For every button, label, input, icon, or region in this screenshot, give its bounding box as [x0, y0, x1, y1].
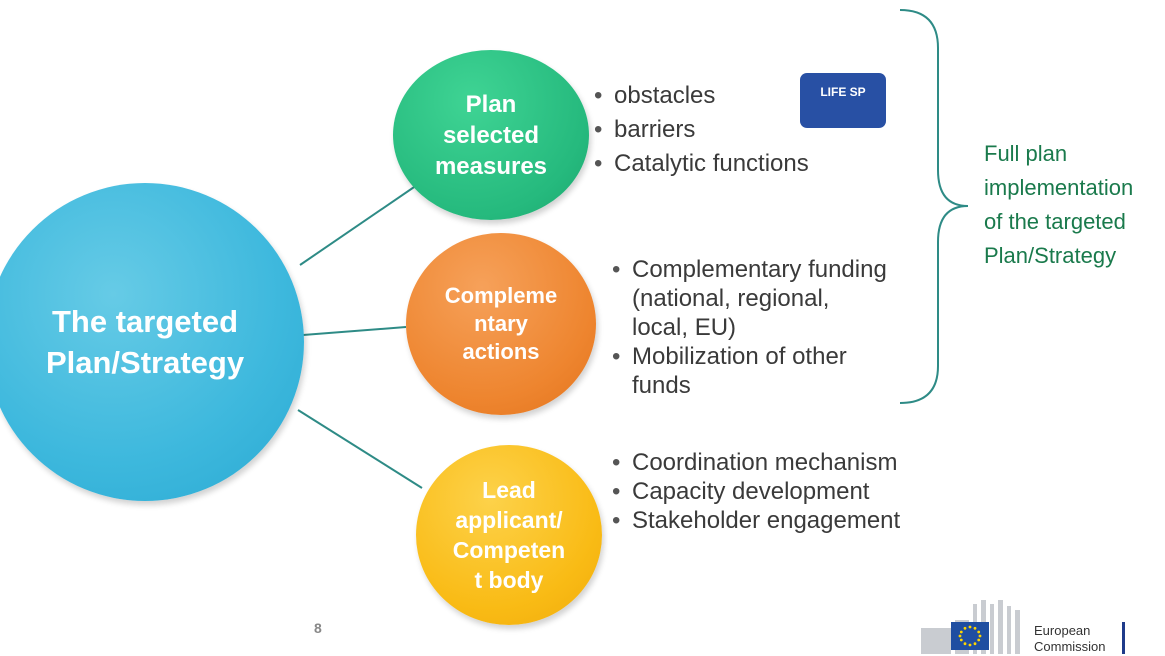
eu-flag-icon [951, 622, 989, 650]
list-item: Mobilization of other funds [612, 342, 892, 400]
life-sp-label: LIFE SP [820, 85, 866, 99]
complementary-actions-label: Compleme ntary actions [444, 283, 558, 364]
page-number: 8 [314, 620, 322, 636]
complementary-actions-list: Complementary funding (national, regiona… [612, 255, 892, 400]
list-item: obstacles [594, 79, 809, 113]
curly-brace [899, 9, 969, 404]
european-commission-logo [921, 600, 1020, 654]
list-item: barriers [594, 113, 809, 147]
list-item: Stakeholder engagement [612, 506, 902, 535]
list-item: Capacity development [612, 477, 902, 506]
lead-applicant-label: Lead applicant/ Competen t body [452, 477, 566, 593]
life-sp-badge: LIFE SP [800, 73, 886, 128]
list-item: Complementary funding (national, regiona… [612, 255, 892, 342]
main-plan-label: The targeted Plan/Strategy [45, 304, 245, 380]
european-commission-wordmark: European Commission [1034, 623, 1106, 654]
list-item: Catalytic functions [594, 147, 809, 181]
connector-complementary-actions [302, 326, 407, 336]
lead-applicant-list: Coordination mechanism Capacity developm… [612, 448, 902, 535]
plan-measures-label: Plan selected measures [434, 90, 548, 180]
plan-measures-list: obstacles barriers Catalytic functions [594, 79, 809, 181]
connector-plan-measures [299, 182, 421, 266]
list-item: Coordination mechanism [612, 448, 902, 477]
connector-lead-applicant [297, 409, 423, 489]
complementary-actions-circle: Compleme ntary actions [406, 233, 596, 415]
plan-measures-circle: Plan selected measures [393, 50, 589, 220]
full-plan-label: Full plan implementation of the targeted… [984, 141, 1134, 268]
main-plan-circle: The targeted Plan/Strategy [0, 183, 304, 501]
lead-applicant-circle: Lead applicant/ Competen t body [416, 445, 602, 625]
logo-divider [1122, 622, 1125, 654]
